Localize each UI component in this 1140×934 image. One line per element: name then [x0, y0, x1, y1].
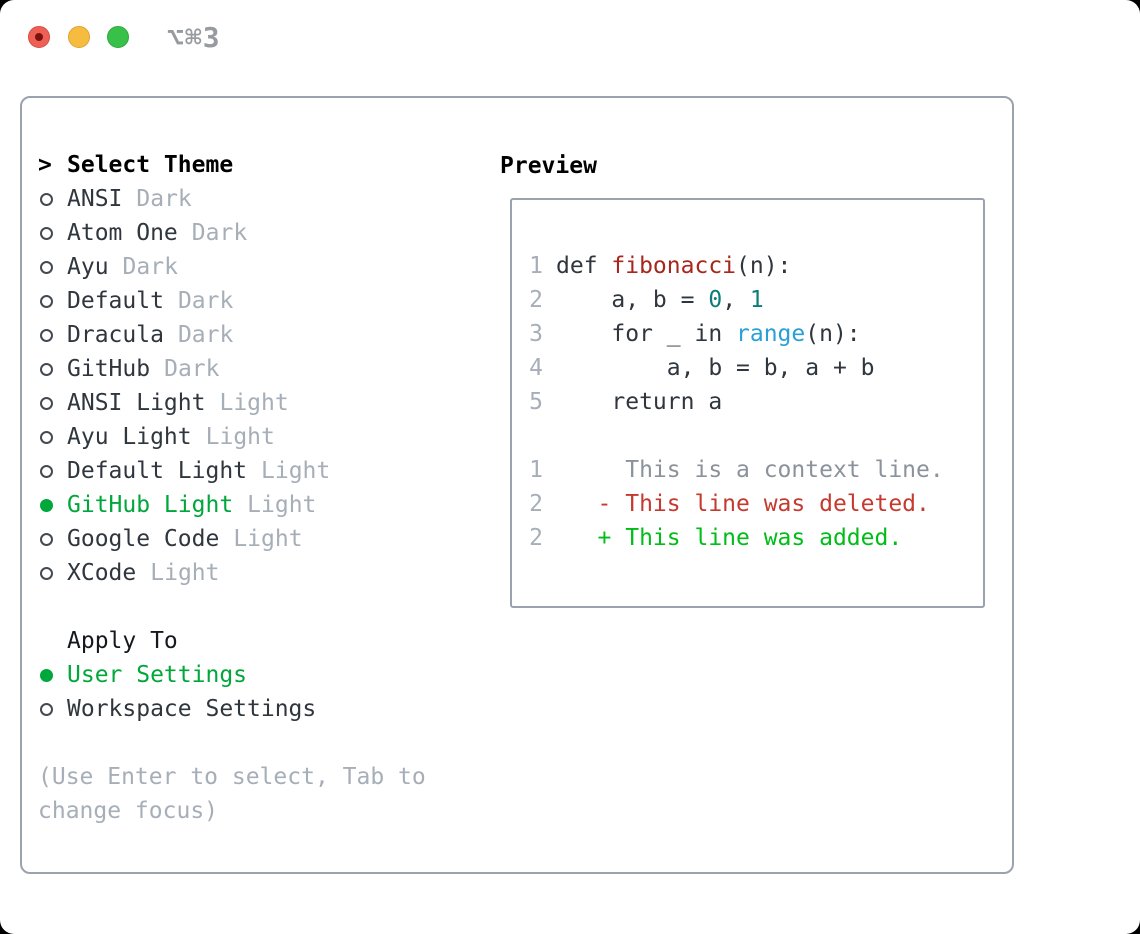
radio-icon — [40, 362, 53, 376]
select-theme-title: Select Theme — [67, 152, 234, 178]
radio-selected-icon — [40, 498, 53, 512]
select-theme-header: > Select Theme — [38, 148, 490, 182]
line-number: 2 — [529, 491, 543, 517]
code-line: 3 for _ in range(n): — [529, 321, 861, 347]
radio-icon — [40, 226, 53, 240]
zoom-button[interactable] — [107, 26, 129, 48]
radio-selected-icon — [40, 668, 53, 682]
radio-icon — [40, 532, 53, 546]
line-number: 1 — [529, 253, 543, 279]
preview-pane: 1 def fibonacci(n): 2 a, b = 0, 1 3 for … — [510, 198, 985, 608]
theme-item-ayu-dark[interactable]: Ayu Dark — [38, 250, 490, 284]
apply-option-user-settings[interactable]: User Settings — [38, 658, 490, 692]
code-line: 1 def fibonacci(n): — [529, 253, 792, 279]
theme-item-atom-one-dark[interactable]: Atom One Dark — [38, 216, 490, 250]
line-number: 1 — [529, 457, 543, 483]
apply-option-workspace-settings[interactable]: Workspace Settings — [38, 692, 490, 726]
window-title: ⌥⌘3 — [167, 21, 221, 54]
keyboard-hint-text: (Use Enter to select, Tab to change focu… — [38, 764, 426, 824]
theme-list: > Select Theme ANSI Dark Atom One Dark A… — [38, 148, 490, 828]
theme-item-default-dark[interactable]: Default Dark — [38, 284, 490, 318]
line-number: 5 — [529, 389, 543, 415]
line-number: 2 — [529, 525, 543, 551]
theme-item-xcode-light[interactable]: XCode Light — [38, 556, 490, 590]
preview-title: Preview — [500, 153, 597, 179]
diff-deleted-line: 2 - This line was deleted. — [529, 491, 930, 517]
theme-item-github-light[interactable]: GitHub Light Light — [38, 488, 490, 522]
minimize-button[interactable] — [68, 26, 90, 48]
radio-icon — [40, 192, 53, 206]
code-line: 5 return a — [529, 389, 723, 415]
code-line: 4 a, b = b, a + b — [529, 355, 875, 381]
theme-item-ansi-dark[interactable]: ANSI Dark — [38, 182, 490, 216]
line-number: 3 — [529, 321, 543, 347]
spacer — [38, 726, 490, 760]
theme-item-ayu-light[interactable]: Ayu Light Light — [38, 420, 490, 454]
radio-icon — [40, 260, 53, 274]
line-number: 2 — [529, 287, 543, 313]
theme-item-github-dark[interactable]: GitHub Dark — [38, 352, 490, 386]
diff-context-line: 1 This is a context line. — [529, 457, 944, 483]
code-line: 2 a, b = 0, 1 — [529, 287, 764, 313]
close-button[interactable] — [28, 26, 50, 48]
code-line-blank — [528, 419, 983, 453]
radio-icon — [40, 396, 53, 410]
spacer — [38, 590, 490, 624]
theme-item-default-light[interactable]: Default Light Light — [38, 454, 490, 488]
theme-selector-panel: > Select Theme ANSI Dark Atom One Dark A… — [20, 96, 1014, 874]
apply-to-header: Apply To — [67, 628, 178, 654]
theme-item-ansi-light[interactable]: ANSI Light Light — [38, 386, 490, 420]
radio-icon — [40, 566, 53, 580]
theme-item-google-code-light[interactable]: Google Code Light — [38, 522, 490, 556]
line-number: 4 — [529, 355, 543, 381]
cursor-chevron-icon: > — [38, 152, 52, 178]
radio-icon — [40, 328, 53, 342]
diff-added-line: 2 + This line was added. — [529, 525, 903, 551]
radio-icon — [40, 430, 53, 444]
titlebar: ⌥⌘3 — [0, 0, 1140, 76]
radio-icon — [40, 294, 53, 308]
radio-icon — [40, 464, 53, 478]
radio-icon — [40, 702, 53, 716]
theme-item-dracula-dark[interactable]: Dracula Dark — [38, 318, 490, 352]
